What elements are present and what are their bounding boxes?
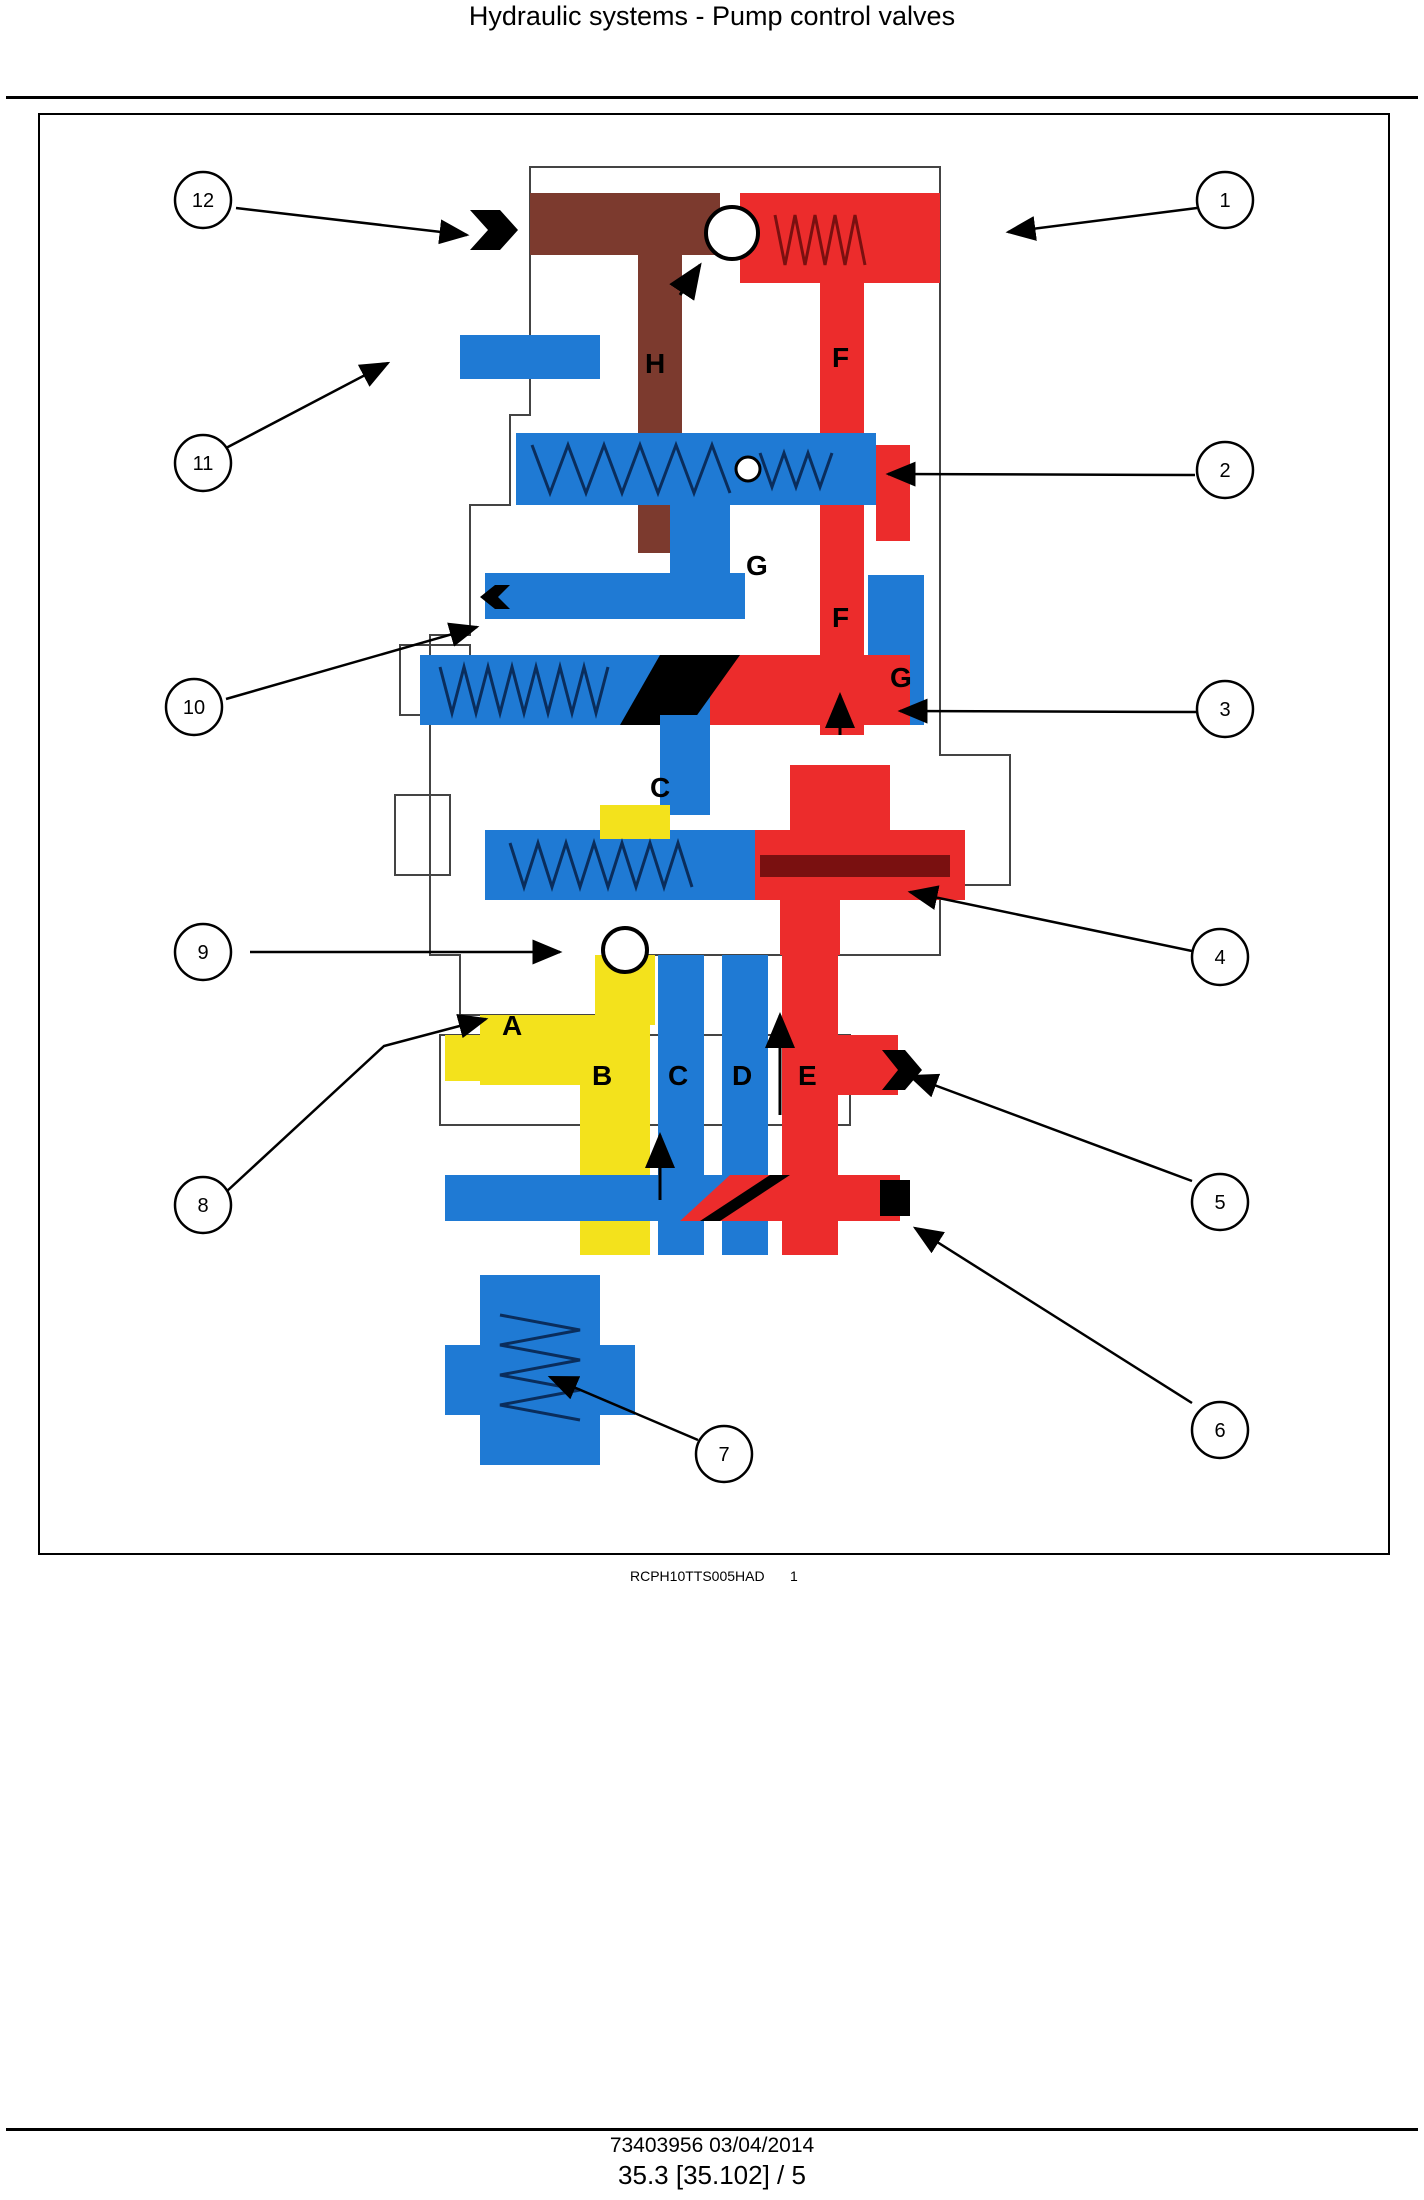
- letter-f-mid: F: [832, 602, 849, 633]
- callout-6-label: 6: [1214, 1420, 1225, 1442]
- callout-10-label: 10: [183, 697, 205, 719]
- letter-f-top: F: [832, 342, 849, 373]
- callouts: 1 2 3 4 5 6 7 8 9 10 11 12: [164, 170, 1255, 1484]
- footer-page-number: 35.3 [35.102] / 5: [618, 2160, 806, 2190]
- callout-9-label: 9: [197, 942, 208, 964]
- valve-diagram: H F G F G C A B C D E 1 2 3 4 5 6 7 8 9: [164, 166, 1255, 1484]
- figure-frame: H F G F G C A B C D E 1 2 3 4 5 6 7 8 9: [38, 113, 1390, 1555]
- letter-a: A: [502, 1010, 522, 1041]
- callout-7: 7: [694, 1424, 754, 1484]
- callout-2: 2: [1195, 440, 1255, 500]
- callout-1: 1: [1195, 170, 1255, 230]
- callout-3-label: 3: [1219, 699, 1230, 721]
- letter-g-right: G: [890, 662, 912, 693]
- middle-spool: [420, 655, 910, 815]
- channel-f-upper: [740, 193, 940, 575]
- callout-12: 12: [173, 170, 233, 230]
- page-title: Hydraulic systems - Pump control valves: [468, 1, 956, 31]
- callout-5: 5: [1190, 1172, 1250, 1232]
- lower-spool: [485, 765, 965, 955]
- footer-document-id: 73403956 03/04/2014: [609, 2134, 815, 2157]
- header-rule: [6, 96, 1418, 99]
- callout-9: 9: [173, 922, 233, 982]
- callout-12-label: 12: [192, 190, 214, 212]
- letter-g-mid: G: [746, 550, 768, 581]
- callout-5-label: 5: [1214, 1192, 1225, 1214]
- callout-1-label: 1: [1219, 190, 1230, 212]
- figure-caption-code: RCPH10TTS005HAD: [630, 1568, 765, 1584]
- letter-c-upper: C: [650, 772, 670, 803]
- letter-h: H: [645, 348, 665, 379]
- callout-3: 3: [1195, 679, 1255, 739]
- letter-d: D: [732, 1060, 752, 1091]
- inlet-arrow-12: [470, 210, 518, 250]
- callout-4: 4: [1190, 927, 1250, 987]
- callout-8-label: 8: [197, 1195, 208, 1217]
- callout-11-label: 11: [193, 453, 214, 475]
- letter-b: B: [592, 1060, 612, 1091]
- callout-6: 6: [1190, 1400, 1250, 1460]
- figure-caption-number: 1: [790, 1568, 798, 1584]
- footer-rule: [6, 2128, 1418, 2131]
- leader-lines: [225, 206, 1198, 1442]
- letter-e: E: [798, 1060, 817, 1091]
- flow-arrows: [645, 262, 855, 1200]
- spring-top: [773, 214, 867, 266]
- callout-10: 10: [164, 677, 224, 737]
- callout-8: 8: [173, 1175, 233, 1235]
- outlet-arrow-10: [480, 585, 510, 609]
- callout-7-label: 7: [718, 1444, 729, 1466]
- relief-valve: [445, 1275, 635, 1465]
- letter-c: C: [668, 1060, 688, 1091]
- check-ball-top: [704, 205, 760, 261]
- upper-spool: [460, 335, 876, 619]
- passage-letters: H F G F G C A B C D E: [502, 342, 912, 1091]
- check-ball-9: [601, 926, 649, 974]
- callout-11: 11: [173, 433, 233, 493]
- callout-4-label: 4: [1214, 947, 1225, 969]
- bottom-spool: [445, 1175, 910, 1221]
- callout-2-label: 2: [1219, 460, 1230, 482]
